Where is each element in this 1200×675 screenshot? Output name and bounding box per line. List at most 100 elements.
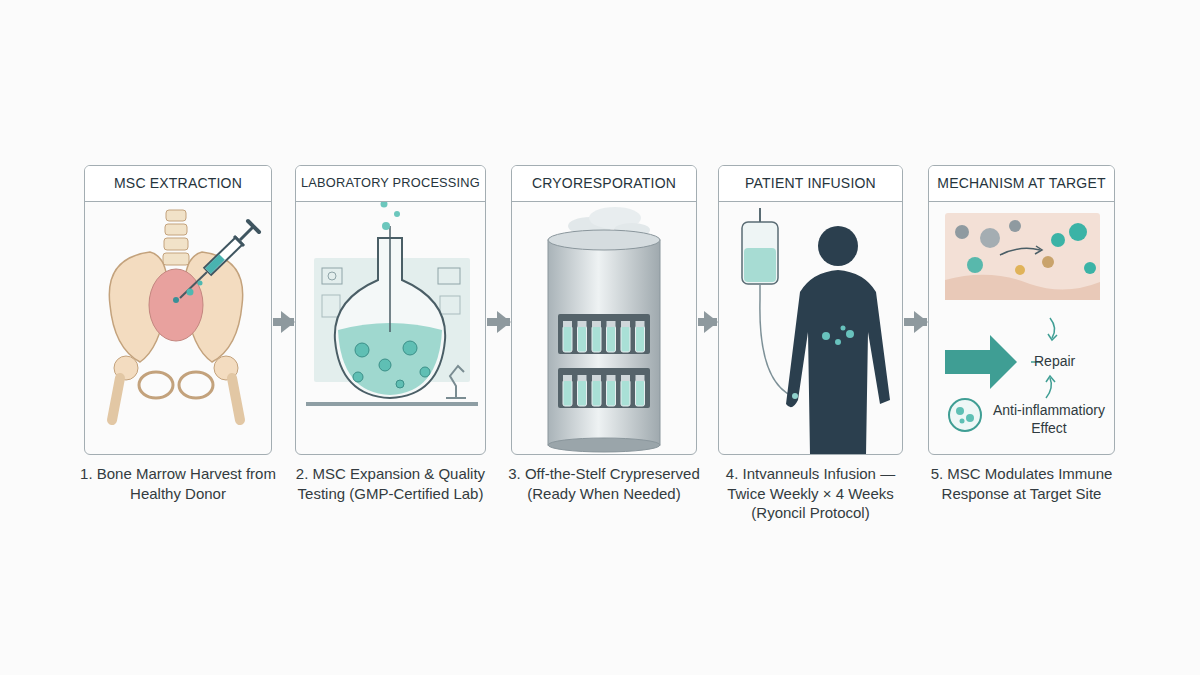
patient-illustration-part — [835, 339, 841, 345]
panel-heading: CRYORESPORATION — [512, 166, 696, 202]
mechanism-illustration-part — [945, 213, 1100, 300]
pelvis-illustration — [109, 210, 242, 420]
illustration-label: Repair — [1034, 353, 1108, 371]
vial-cap — [636, 375, 645, 381]
pelvis-illustration-part — [163, 253, 189, 265]
pelvis-illustration-part — [112, 378, 240, 420]
lab-flask-illustration-part — [440, 296, 460, 314]
cryo-tank-illustration-part — [548, 438, 660, 452]
patient-illustration-part — [760, 284, 792, 396]
panel-heading: LABORATORY PROCESSING — [296, 166, 485, 202]
pelvis-illustration-part — [149, 269, 203, 341]
patient-illustration-part — [742, 222, 778, 284]
patient-illustration-part — [786, 270, 890, 455]
lab-flask-illustration-part — [322, 295, 340, 317]
vial — [607, 380, 616, 406]
process-panel: CRYORESPORATION3. Off-the-Stelf Cryprese… — [511, 165, 697, 455]
lab-flask-illustration-part — [322, 268, 342, 284]
patient-illustration-part — [792, 393, 798, 399]
lab-flask-illustration-part — [382, 222, 390, 230]
mechanism-illustration-part — [1051, 233, 1065, 247]
pelvis-illustration-part — [165, 224, 187, 235]
syringe-icon-part — [208, 257, 222, 271]
mechanism-illustration-part — [1000, 248, 1040, 255]
step-caption: 1. Bone Marrow Harvest from Healthy Dono… — [75, 464, 281, 503]
vial — [607, 326, 616, 352]
lab-flask-illustration — [306, 201, 478, 407]
mechanism-illustration-part — [1042, 256, 1054, 268]
panel-heading: MSC EXTRACTION — [85, 166, 271, 202]
mechanism-illustration-part — [1048, 334, 1057, 340]
mechanism-illustration-part — [967, 257, 983, 273]
syringe-icon-part — [187, 289, 194, 296]
mechanism-illustration-part — [945, 275, 1100, 300]
vial-cap — [592, 321, 601, 327]
patient-illustration-part — [744, 248, 776, 282]
vial — [636, 326, 645, 352]
cryo-tank-illustration-part — [558, 314, 650, 354]
step-caption: 2. MSC Expansion & Quality Testing (GMP-… — [286, 464, 495, 503]
vial — [578, 326, 587, 352]
syringe-icon-part — [207, 240, 240, 272]
process-panel: MSC EXTRACTION1. Bone Marrow Harvest fro… — [84, 165, 272, 455]
vial-cap — [636, 321, 645, 327]
flow-arrow — [904, 318, 927, 326]
vial — [563, 326, 572, 352]
vial-cap — [563, 321, 572, 327]
illustration-label: Anti-inflammatiory Effect — [985, 402, 1113, 437]
patient-illustration-part — [822, 332, 830, 340]
vial — [621, 326, 630, 352]
lab-flask-illustration-part — [355, 343, 369, 357]
process-panel: PATIENT INFUSION4. Intvanneuls Infusion … — [718, 165, 903, 455]
mechanism-illustration-part — [1069, 223, 1087, 241]
mechanism-illustration-part — [1015, 265, 1025, 275]
vial — [563, 380, 572, 406]
mechanism-illustration-part — [955, 225, 969, 239]
mechanism-illustration-part — [1009, 220, 1021, 232]
syringe-icon-part — [198, 281, 203, 286]
lab-flask-illustration-part — [389, 226, 391, 332]
vial — [592, 380, 601, 406]
patient-illustration-part — [759, 208, 761, 222]
panel-heading: PATIENT INFUSION — [719, 166, 902, 202]
cryo-tank-illustration — [548, 207, 660, 452]
lab-flask-illustration-part — [306, 402, 478, 406]
flow-arrow — [487, 318, 510, 326]
patient-illustration — [742, 208, 890, 455]
vial — [578, 380, 587, 406]
syringe-icon-part — [248, 221, 259, 232]
lab-flask-illustration-part — [420, 367, 430, 377]
panel-heading: MECHANISM AT TARGET — [929, 166, 1114, 202]
lab-flask-illustration-part — [394, 211, 400, 217]
vial — [621, 380, 630, 406]
vial-cap — [621, 375, 630, 381]
lab-flask-illustration-part — [446, 366, 466, 398]
vial-cap — [607, 321, 616, 327]
vial — [636, 380, 645, 406]
vial-cap — [592, 375, 601, 381]
vial-cap — [563, 375, 572, 381]
mechanism-illustration-part — [1046, 376, 1055, 382]
lab-flask-illustration-part — [396, 380, 404, 388]
lab-flask-illustration-part — [353, 372, 363, 382]
step-caption: 4. Intvanneuls Infusion — Twice Weekly ×… — [709, 464, 912, 523]
patient-illustration-part — [841, 326, 846, 331]
patient-illustration-part — [818, 226, 858, 266]
vial-cap — [578, 375, 587, 381]
mechanism-illustration-part — [966, 414, 974, 422]
step-caption: 3. Off-the-Stelf Crypreserved (Ready Whe… — [502, 464, 706, 503]
cryo-tank-illustration-part — [548, 240, 660, 445]
mechanism-illustration-part — [980, 228, 1000, 248]
pelvis-illustration-part — [139, 372, 173, 398]
pelvis-illustration-part — [173, 297, 179, 303]
vial-cap — [578, 321, 587, 327]
mechanism-illustration-part — [1035, 246, 1042, 254]
mechanism-illustration-part — [1084, 262, 1096, 274]
syringe-icon-part — [234, 236, 244, 246]
mechanism-illustration-part — [945, 335, 1017, 389]
patient-illustration-part — [846, 330, 854, 338]
syringe-icon-part — [240, 226, 254, 240]
lab-flask-illustration-part — [328, 272, 336, 280]
